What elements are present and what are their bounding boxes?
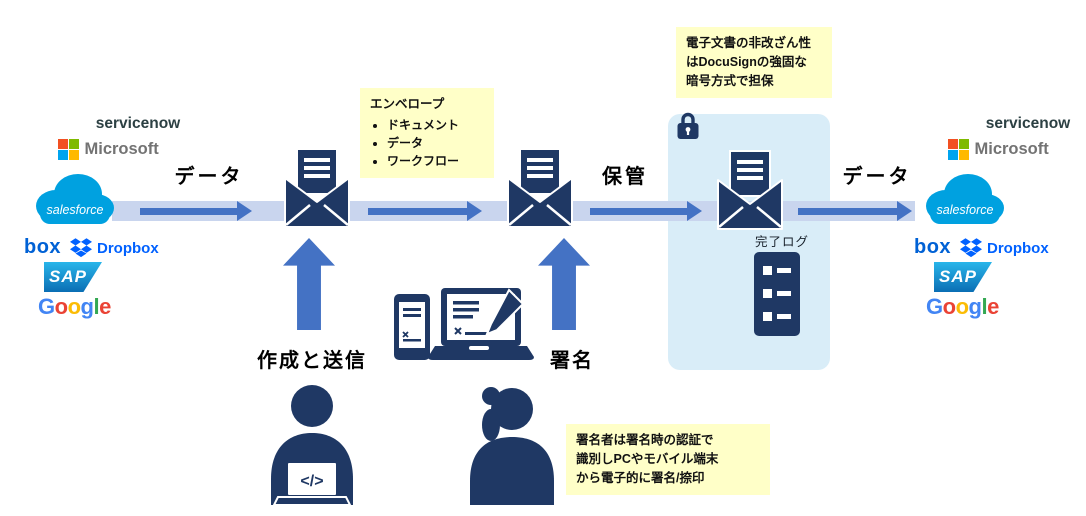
envelope-callout-item: ワークフロー bbox=[387, 152, 484, 170]
dropbox-logo-right: Dropbox bbox=[960, 238, 1049, 258]
microsoft-wordmark: Microsoft bbox=[84, 139, 159, 158]
dropbox-glyph-icon bbox=[960, 238, 982, 258]
signer-person-icon bbox=[460, 383, 560, 505]
salesforce-wordmark: salesforce bbox=[47, 203, 104, 217]
google-letter: e bbox=[99, 294, 111, 319]
microsoft-squares-icon bbox=[58, 139, 79, 160]
sap-wordmark: SAP bbox=[939, 267, 977, 286]
dropbox-logo-left: Dropbox bbox=[70, 238, 159, 258]
data-label-left: データ bbox=[174, 166, 244, 188]
completion-log-label: 完了ログ bbox=[754, 235, 809, 249]
servicenow-logo-right: servicenow bbox=[985, 115, 1071, 132]
create-send-label: 作成と送信 bbox=[257, 350, 367, 372]
microsoft-squares-icon bbox=[948, 139, 969, 160]
envelope-icon-1 bbox=[284, 148, 350, 228]
storage-label: 保管 bbox=[602, 166, 648, 188]
sap-logo-right: SAP bbox=[934, 262, 992, 292]
sign-label: 署名 bbox=[550, 350, 594, 372]
google-letter: o bbox=[955, 294, 969, 319]
envelope-icon-2 bbox=[507, 148, 573, 228]
arrow-head-icon bbox=[897, 201, 912, 221]
up-arrow-create-send bbox=[283, 238, 335, 330]
flow-arrow-4 bbox=[798, 201, 912, 221]
sap-wordmark: SAP bbox=[49, 267, 87, 286]
google-letter: l bbox=[93, 294, 100, 319]
microsoft-logo-right: Microsoft bbox=[948, 139, 1049, 160]
dropbox-wordmark: Dropbox bbox=[97, 239, 159, 257]
signing-devices-icon bbox=[393, 288, 543, 366]
salesforce-logo-right: salesforce bbox=[918, 164, 1010, 240]
arrow-head-icon bbox=[467, 201, 482, 221]
google-letter: G bbox=[926, 294, 943, 319]
flow-arrow-1 bbox=[140, 201, 252, 221]
google-letter: o bbox=[54, 294, 68, 319]
google-letter: o bbox=[942, 294, 956, 319]
code-symbol: </> bbox=[300, 473, 323, 490]
signer-callout: 署名者は署名時の認証で 識別しPCやモバイル端末 から電子的に署名/捺印 bbox=[566, 424, 770, 496]
envelope-icon-3 bbox=[717, 150, 783, 230]
microsoft-logo-left: Microsoft bbox=[58, 139, 159, 160]
lock-icon bbox=[676, 111, 700, 141]
arrow-shaft bbox=[798, 207, 899, 215]
sender-person-icon: </> bbox=[262, 383, 362, 505]
arrow-shaft bbox=[590, 207, 689, 215]
arrow-shaft bbox=[368, 207, 469, 215]
servicenow-logo-left: servicenow bbox=[95, 115, 181, 132]
google-logo-right: Google bbox=[926, 294, 999, 320]
salesforce-logo-left: salesforce bbox=[28, 164, 120, 240]
envelope-callout-item: ドキュメント bbox=[387, 116, 484, 134]
google-letter: o bbox=[67, 294, 81, 319]
box-logo-left: box bbox=[24, 236, 62, 258]
data-label-right: データ bbox=[842, 166, 912, 188]
arrow-head-icon bbox=[687, 201, 702, 221]
google-letter: l bbox=[981, 294, 988, 319]
microsoft-wordmark: Microsoft bbox=[974, 139, 1049, 158]
google-letter: g bbox=[968, 294, 982, 319]
flow-arrow-2 bbox=[368, 201, 482, 221]
flow-arrow-3 bbox=[590, 201, 702, 221]
google-letter: e bbox=[987, 294, 999, 319]
security-callout: 電子文書の非改ざん性 はDocuSignの強固な 暗号方式で担保 bbox=[676, 27, 832, 99]
arrow-shaft bbox=[140, 207, 239, 215]
envelope-callout-list: ドキュメント データ ワークフロー bbox=[370, 116, 484, 170]
google-letter: G bbox=[38, 294, 55, 319]
salesforce-wordmark: salesforce bbox=[937, 203, 994, 217]
sap-logo-left: SAP bbox=[44, 262, 102, 292]
envelope-callout: エンベロープ ドキュメント データ ワークフロー bbox=[360, 88, 494, 178]
envelope-callout-item: データ bbox=[387, 134, 484, 152]
dropbox-wordmark: Dropbox bbox=[987, 239, 1049, 257]
google-letter: g bbox=[80, 294, 94, 319]
arrow-head-icon bbox=[237, 201, 252, 221]
completion-log-icon bbox=[754, 252, 800, 336]
box-logo-right: box bbox=[914, 236, 952, 258]
up-arrow-sign bbox=[538, 238, 590, 330]
envelope-callout-title: エンベロープ bbox=[370, 97, 445, 111]
dropbox-glyph-icon bbox=[70, 238, 92, 258]
google-logo-left: Google bbox=[38, 294, 111, 320]
